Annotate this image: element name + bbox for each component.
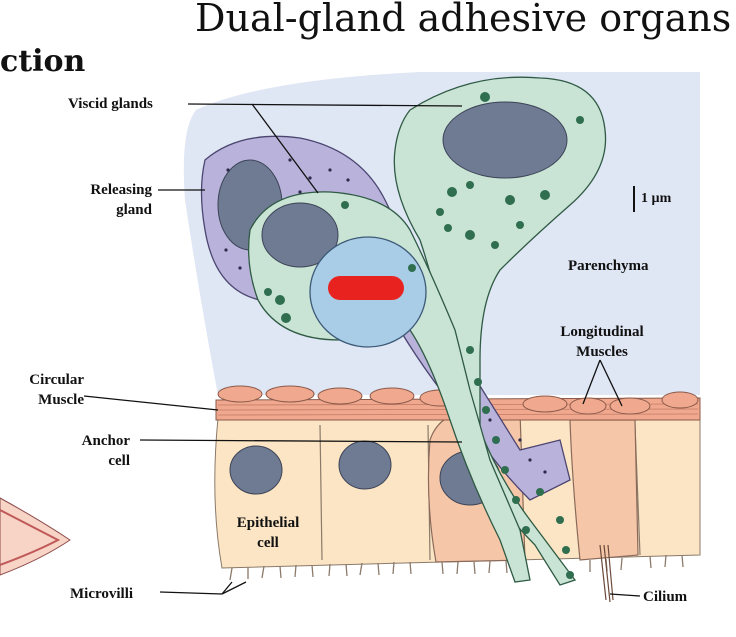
epithelial-nucleus (338, 440, 392, 490)
cilium (599, 544, 614, 603)
viscid-gland-small-nucleus (261, 202, 339, 268)
red-redaction-bar (328, 276, 404, 300)
viscid-granules (264, 92, 584, 579)
worm-inner-line (0, 509, 61, 566)
label-circular-line2: Muscle (38, 392, 84, 408)
viscid-gland-large-nucleus (442, 101, 568, 179)
label-circular-muscle: Circular Muscle (4, 370, 84, 410)
label-microvilli: Microvilli (70, 586, 134, 602)
anchor-cell-right (569, 419, 639, 561)
label-longitudinal-muscles: Longitudinal Muscles (542, 322, 662, 362)
label-scale-bar: 1 µm (641, 191, 672, 206)
leader-lines (83, 103, 641, 597)
label-releasing-gland: Releasing gland (60, 180, 152, 220)
epithelial-nucleus (229, 445, 283, 495)
label-cilium: Cilium (643, 589, 688, 605)
label-longitudinal-line1: Longitudinal (560, 324, 644, 340)
microvilli (229, 554, 684, 581)
label-anchor-line1: Anchor (81, 433, 130, 449)
label-anchor-line2: cell (108, 453, 130, 469)
label-epithelial-cell: Epithelial cell (218, 513, 318, 553)
label-epithelial-line2: cell (257, 535, 279, 551)
label-viscid-glands: Viscid glands (68, 96, 153, 112)
label-anchor-cell: Anchor cell (40, 431, 130, 471)
label-parenchyma: Parenchyma (568, 258, 649, 274)
section-heading-fragment: ction (0, 44, 86, 79)
longitudinal-muscles (217, 385, 699, 415)
viscid-gland-large (393, 76, 607, 586)
label-releasing-gland-line1: Releasing (90, 182, 152, 198)
worm-sketch (0, 497, 71, 576)
diagram-title: Dual-gland adhesive organs (195, 0, 732, 40)
label-longitudinal-line2: Muscles (576, 344, 628, 360)
label-releasing-gland-line2: gland (116, 202, 152, 218)
label-circular-line1: Circular (29, 372, 84, 388)
label-epithelial-line1: Epithelial (236, 515, 300, 531)
